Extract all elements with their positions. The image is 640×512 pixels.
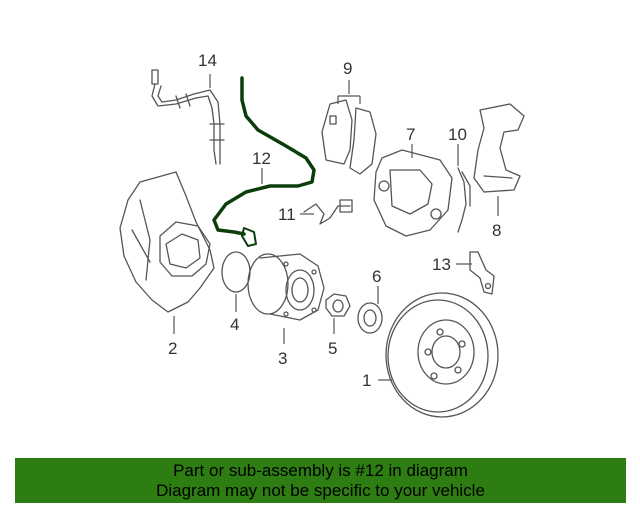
part-2-backing-plate[interactable] xyxy=(119,171,215,313)
callout-1: 1 xyxy=(362,371,371,390)
callout-11: 11 xyxy=(278,205,296,224)
part-11-wear-sensor[interactable] xyxy=(303,199,353,225)
banner-line-1: Part or sub-assembly is #12 in diagram xyxy=(173,460,468,480)
callout-4: 4 xyxy=(230,315,239,334)
part-4-o-ring[interactable] xyxy=(221,251,251,293)
part-9-brake-pads[interactable] xyxy=(321,99,377,175)
part-3-wheel-hub[interactable] xyxy=(247,253,325,321)
callout-10: 10 xyxy=(448,125,467,144)
part-5-hub-nut[interactable] xyxy=(325,293,351,317)
callout-6: 6 xyxy=(372,267,381,286)
callout-5: 5 xyxy=(328,339,337,358)
info-banner: Part or sub-assembly is #12 in diagram D… xyxy=(15,458,626,503)
callout-7: 7 xyxy=(406,125,415,144)
callout-9: 9 xyxy=(343,59,352,78)
callout-12: 12 xyxy=(252,149,271,168)
part-1-brake-rotor[interactable] xyxy=(385,292,499,418)
callout-13: 13 xyxy=(432,255,451,274)
leader-lines xyxy=(173,74,499,381)
callout-2: 2 xyxy=(168,339,177,358)
part-6-dust-cap[interactable] xyxy=(357,302,383,334)
callout-8: 8 xyxy=(492,221,501,240)
banner-line-2: Diagram may not be specific to your vehi… xyxy=(156,480,485,500)
part-8-caliper-carrier[interactable] xyxy=(473,103,525,193)
part-14-brake-hose[interactable] xyxy=(151,69,225,165)
part-10-spring-clip[interactable] xyxy=(457,167,471,233)
callout-14: 14 xyxy=(198,51,217,70)
part-13-bracket[interactable] xyxy=(469,251,495,295)
part-12-abs-sensor[interactable] xyxy=(212,76,316,247)
callout-labels: 14 9 7 10 8 11 12 13 6 5 4 3 2 1 xyxy=(168,51,501,390)
part-7-caliper[interactable] xyxy=(373,149,453,237)
callout-3: 3 xyxy=(278,349,287,368)
